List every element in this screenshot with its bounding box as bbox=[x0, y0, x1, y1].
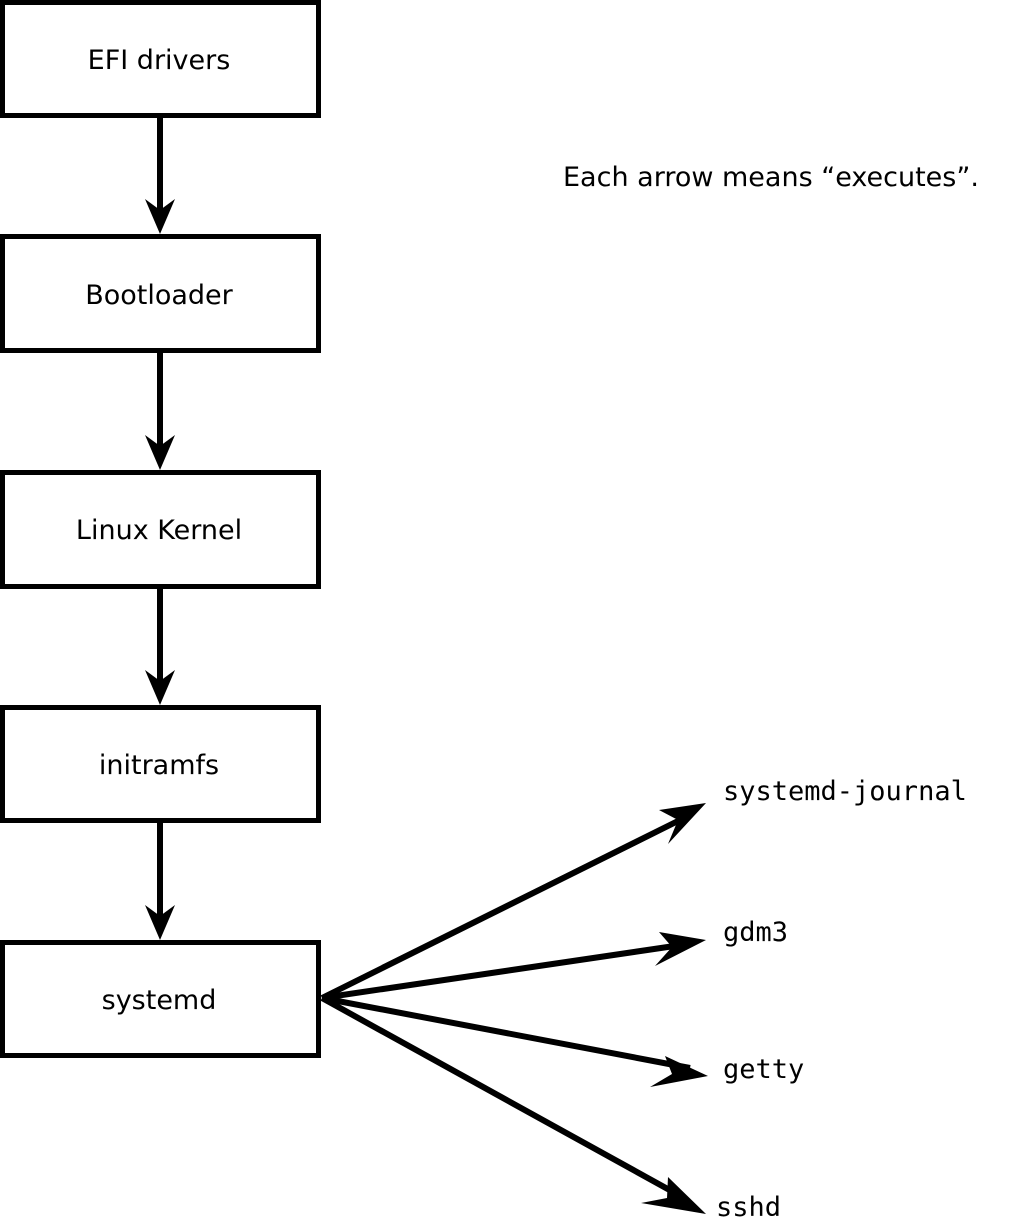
arrow-systemd-to-getty bbox=[321, 995, 708, 1087]
box-label-linux-kernel: Linux Kernel bbox=[75, 515, 243, 546]
box-rect-linux-kernel bbox=[0, 470, 321, 589]
legend-note: Each arrow means “executes”. bbox=[563, 162, 979, 193]
arrow-head bbox=[145, 905, 175, 940]
arrow-head bbox=[659, 803, 706, 844]
process-box-linux-kernel bbox=[0, 470, 321, 589]
arrow-efi-drivers-to-bootloader bbox=[145, 118, 175, 234]
box-label-bootloader: Bootloader bbox=[85, 280, 233, 311]
box-rect-efi-drivers bbox=[0, 0, 321, 118]
service-label-gdm3: gdm3 bbox=[723, 917, 789, 948]
arrow-systemd-to-sshd bbox=[320, 995, 706, 1214]
arrow-bootloader-to-linux-kernel bbox=[145, 353, 175, 470]
box-rect-systemd bbox=[0, 940, 321, 1058]
arrow-systemd-to-systemd-journal bbox=[320, 803, 706, 1001]
process-box-efi-drivers bbox=[0, 0, 321, 118]
arrow-head bbox=[145, 670, 175, 705]
arrow-systemd-to-gdm3 bbox=[321, 932, 706, 1001]
arrow-head bbox=[641, 1177, 706, 1214]
box-rect-bootloader bbox=[0, 234, 321, 353]
arrow-head bbox=[655, 932, 706, 966]
arrow-shaft bbox=[321, 995, 691, 1071]
arrow-head bbox=[145, 435, 175, 470]
box-label-efi-drivers: EFI drivers bbox=[87, 45, 231, 76]
arrow-initramfs-to-systemd bbox=[145, 823, 175, 940]
box-label-systemd: systemd bbox=[101, 985, 217, 1016]
arrow-head bbox=[145, 199, 175, 234]
box-rect-initramfs bbox=[0, 705, 321, 823]
arrow-linux-kernel-to-initramfs bbox=[145, 589, 175, 705]
service-label-systemd-journal: systemd-journal bbox=[723, 776, 967, 807]
arrow-shaft bbox=[320, 995, 686, 1201]
arrow-shaft bbox=[321, 941, 689, 1001]
arrow-head bbox=[650, 1056, 708, 1087]
process-box-systemd bbox=[0, 940, 321, 1058]
arrow-shaft bbox=[320, 814, 688, 1001]
process-box-bootloader bbox=[0, 234, 321, 353]
service-label-getty: getty bbox=[723, 1054, 805, 1085]
box-label-initramfs: initramfs bbox=[98, 750, 220, 781]
service-label-sshd: sshd bbox=[716, 1192, 782, 1223]
process-box-initramfs bbox=[0, 705, 321, 823]
